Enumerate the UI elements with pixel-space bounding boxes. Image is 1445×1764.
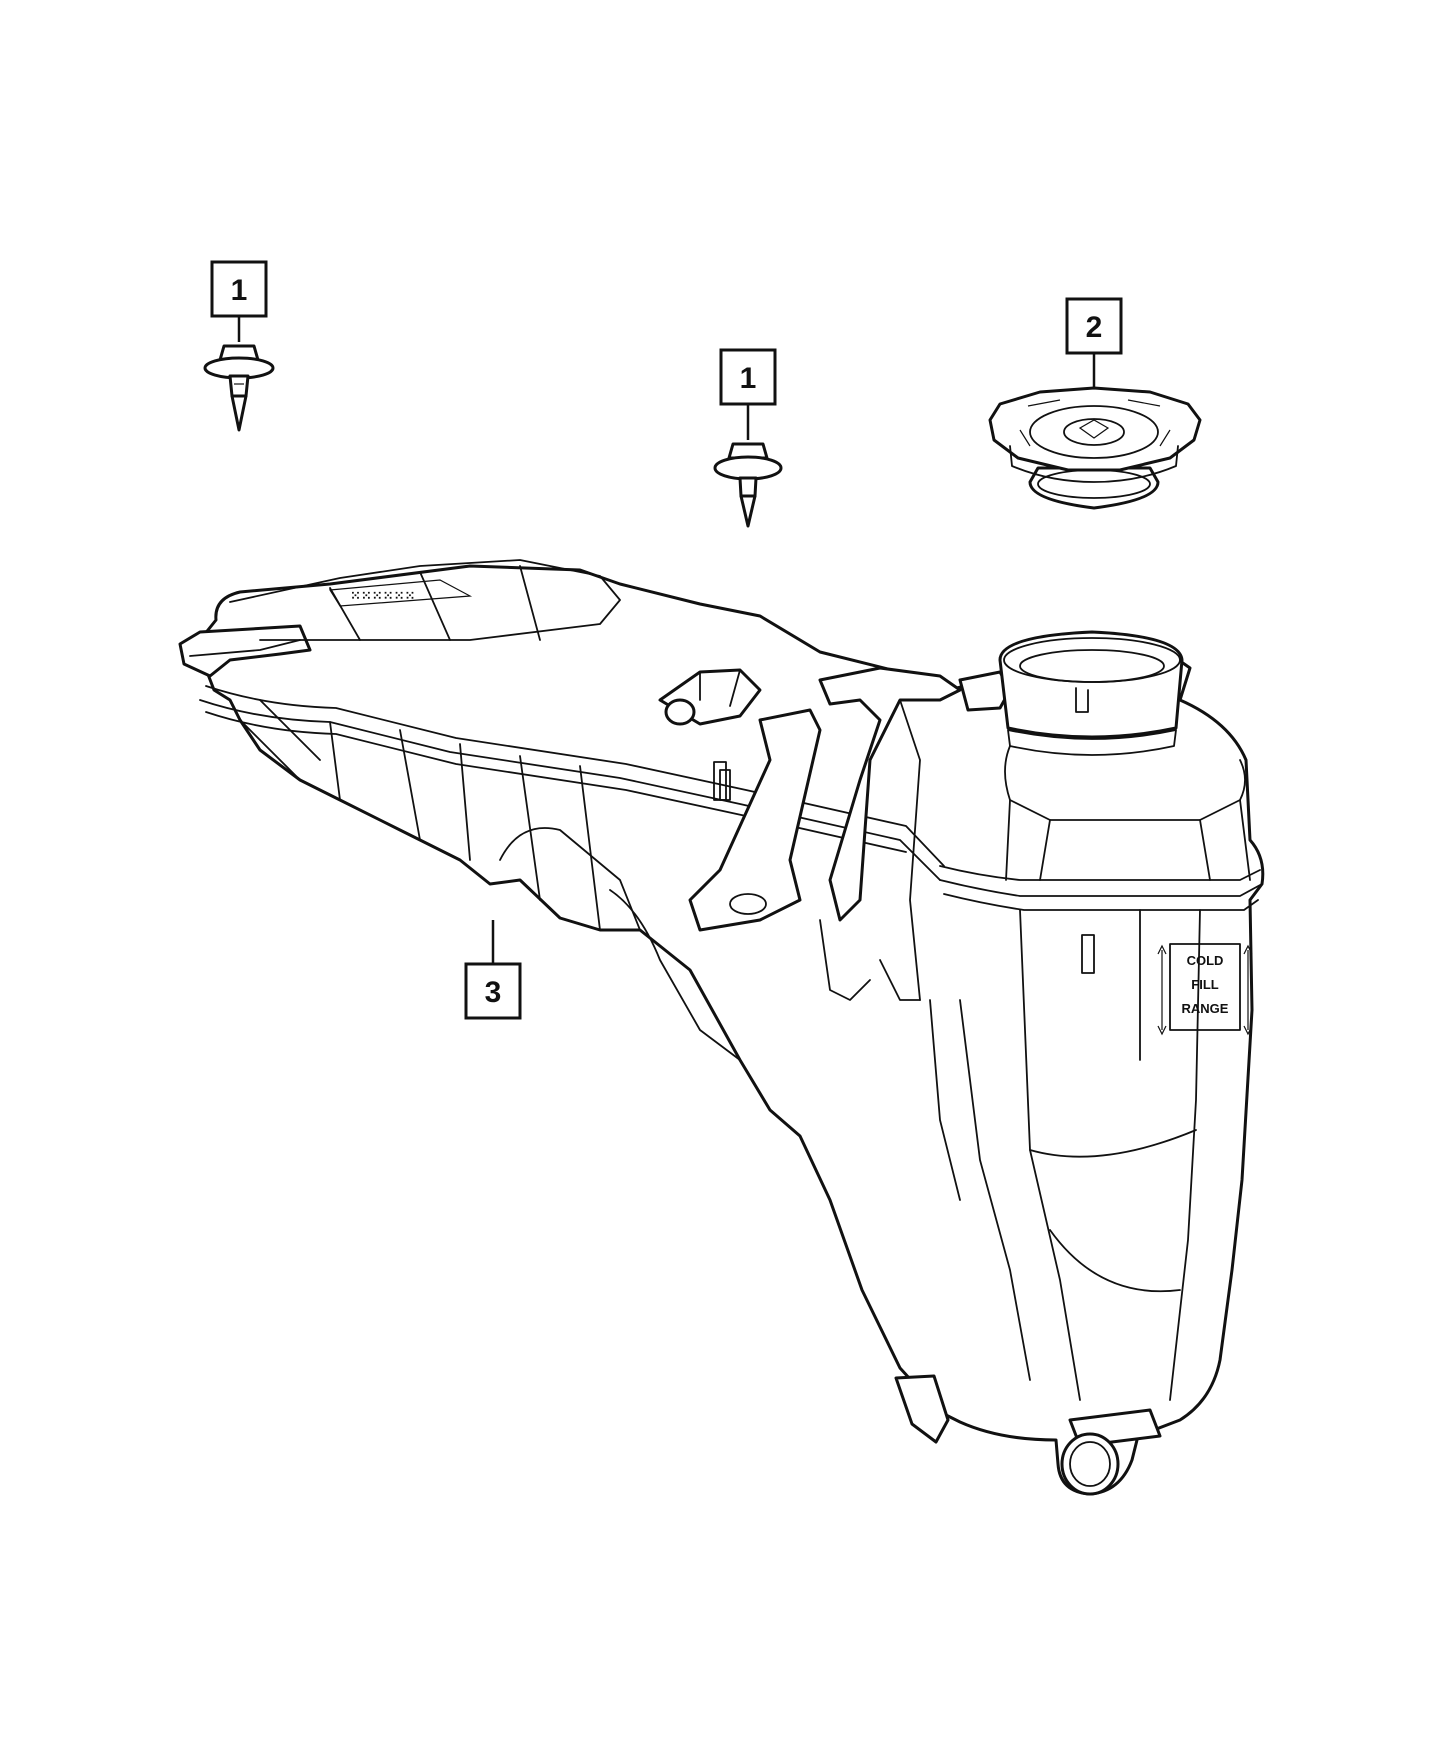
bolt-left [203,344,275,432]
callout-1-left-label: 1 [231,274,248,307]
callout-3[interactable]: 3 [464,962,522,1020]
bolt-middle [713,442,783,528]
tank-top-marking: ⁙⁙⁙⁙⁙⁙ [350,588,415,603]
coolant-reservoir: ⁙⁙⁙⁙⁙⁙ [178,559,1265,1496]
fill-label-line3: RANGE [1182,1001,1229,1016]
callout-3-label: 3 [485,976,502,1009]
pressure-cap [988,386,1202,510]
fill-label-line2: FILL [1191,977,1218,992]
callout-2[interactable]: 2 [1065,297,1123,355]
callout-2-label: 2 [1086,311,1103,344]
callout-1-middle[interactable]: 1 [719,348,777,406]
fill-label-line1: COLD [1187,953,1224,968]
cold-fill-range-label: COLD FILL RANGE [1157,943,1253,1036]
callout-1-left[interactable]: 1 [210,260,268,318]
callout-1-middle-label: 1 [740,362,757,395]
bottom-outlet [1060,1408,1162,1496]
